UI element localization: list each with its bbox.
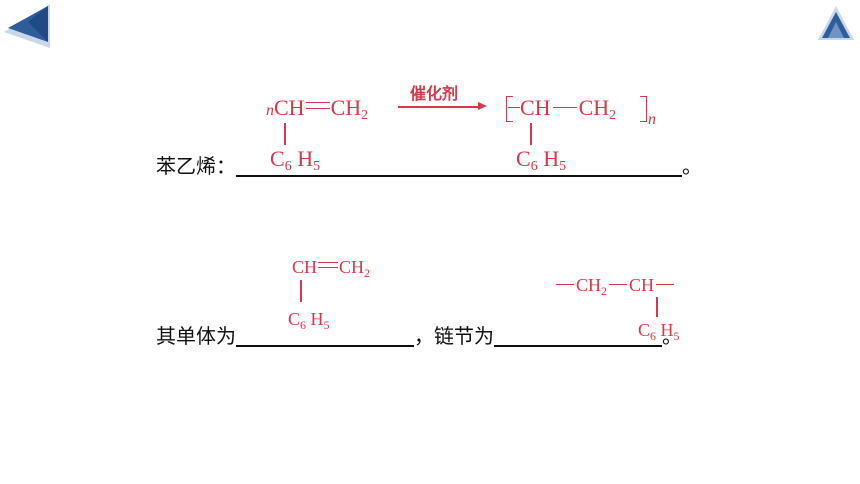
c: C (288, 309, 301, 329)
right-bracket (640, 96, 647, 122)
monomer-ch2: CH (330, 95, 362, 120)
repeat-unit-label: ，链节为 (414, 324, 494, 348)
left-bond (556, 284, 574, 285)
answer-blank-1[interactable] (236, 157, 682, 177)
ch2: CH (576, 275, 602, 295)
c-atom: C (516, 146, 531, 171)
h: H (660, 320, 674, 340)
home-mountain-icon[interactable] (814, 2, 856, 42)
ch: CH (629, 275, 655, 295)
subscript-2: 2 (601, 284, 608, 298)
subscript-5: 5 (313, 159, 321, 174)
polymer-ch: CH (520, 95, 551, 120)
end-mark: 。 (682, 154, 702, 178)
end-mark: 。 (662, 324, 682, 348)
h-atom: H (543, 146, 560, 171)
subscript-6: 6 (650, 329, 657, 343)
left-bracket (506, 96, 513, 122)
styrene-label: 苯乙烯： (156, 154, 236, 178)
polymer-single-bond-vertical (530, 123, 532, 145)
question-monomer-repeat: 其单体为 ，链节为 。 (156, 326, 682, 347)
monomer-structure-substituent: C6 H5 (288, 310, 330, 331)
n-prefix: n (266, 102, 274, 119)
ch2: CH (339, 257, 365, 277)
chain-bond (552, 107, 577, 108)
repeat-unit-substituent: C6 H5 (638, 321, 680, 342)
polymer-subscript-2: 2 (609, 108, 617, 123)
subscript-6: 6 (300, 318, 307, 332)
left-end-bond (508, 107, 520, 108)
c: C (638, 320, 651, 340)
subscript-6: 6 (530, 159, 538, 174)
monomer-structure-vertical-bond (300, 280, 302, 302)
polymer-n-suffix: n (648, 106, 656, 128)
n-suffix: n (648, 111, 656, 128)
subscript-5: 5 (323, 318, 330, 332)
polymer-ch2: CH (578, 95, 610, 120)
middle-bond (609, 284, 628, 285)
subscript-5: 5 (673, 329, 680, 343)
monomer-ch: CH (274, 95, 305, 120)
h-atom: H (297, 146, 314, 171)
subscript-2: 2 (364, 266, 371, 280)
reaction-arrow-line (398, 106, 478, 108)
c-atom: C (270, 146, 285, 171)
ch: CH (292, 257, 318, 277)
monomer-single-bond-vertical (284, 123, 286, 145)
catalyst-label: 催化剂 (410, 84, 459, 103)
back-triangle-icon[interactable] (2, 2, 52, 50)
subscript-2: 2 (361, 108, 369, 123)
subscript-5: 5 (559, 159, 567, 174)
repeat-unit-vertical-bond (656, 297, 658, 317)
right-bond (656, 284, 675, 285)
subscript-6: 6 (284, 159, 292, 174)
answer-blank-repeat[interactable] (494, 327, 662, 347)
double-bond (305, 102, 330, 109)
double-bond (318, 262, 339, 268)
question-styrene: 苯乙烯： 。 (156, 156, 702, 177)
monomer-substituent: C6 H5 (270, 148, 320, 174)
polymer-substituent: C6 H5 (516, 148, 566, 174)
h: H (310, 309, 324, 329)
monomer-label: 其单体为 (156, 324, 236, 348)
answer-blank-monomer[interactable] (236, 327, 414, 347)
reaction-arrow-head (478, 102, 487, 110)
